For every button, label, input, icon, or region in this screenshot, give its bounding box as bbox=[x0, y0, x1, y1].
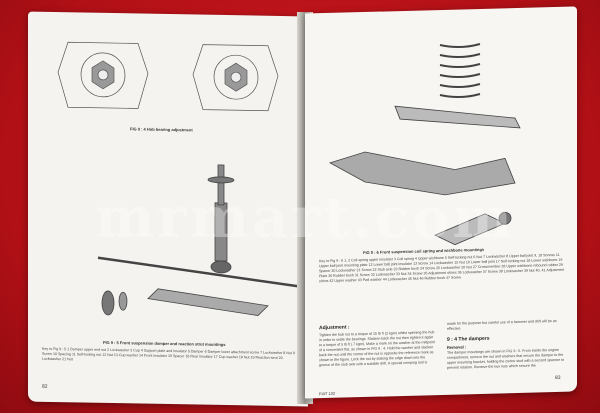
section-heading-dampers: 9 : 4 The dampers bbox=[447, 335, 490, 343]
left-page: FIG 9 : 4 Hub bearing adjustment FIG 9 :… bbox=[28, 11, 308, 407]
fig-9-5-key: Key to Fig 9 : 5 1 Damper upper end nut … bbox=[42, 346, 295, 362]
continued-text: made for the purpose but careful use of … bbox=[447, 318, 557, 331]
adjustment-heading: Adjustment : bbox=[319, 324, 350, 332]
fig-9-5-caption: FIG 9 : 5 Front suspension damper and re… bbox=[103, 339, 226, 348]
page-number-left: 82 bbox=[42, 383, 48, 390]
hub-bearing-diagram bbox=[57, 41, 299, 316]
fig-9-4-caption: FIG 9 : 4 Hub bearing adjustment bbox=[130, 126, 193, 133]
watermark: mrmart.com bbox=[95, 185, 515, 251]
page-footer: FIAT 132 bbox=[319, 390, 336, 397]
removal-heading: Removal : bbox=[447, 344, 467, 350]
adjustment-text: Tighten the hub nut to a torque of 15 lb… bbox=[319, 330, 436, 368]
coil-spring-wishbone-diagram bbox=[328, 43, 521, 246]
fig-9-6-key: Key to Fig 9 : 6 1, 2 Coil spring upper … bbox=[319, 252, 565, 284]
removal-text: The damper mountings are shown in FIG 9 … bbox=[447, 347, 565, 370]
right-page: FIG 9 : 6 Front suspension coil spring a… bbox=[305, 6, 577, 399]
damper-diagram bbox=[97, 164, 299, 316]
page-number-right: 83 bbox=[555, 374, 561, 382]
